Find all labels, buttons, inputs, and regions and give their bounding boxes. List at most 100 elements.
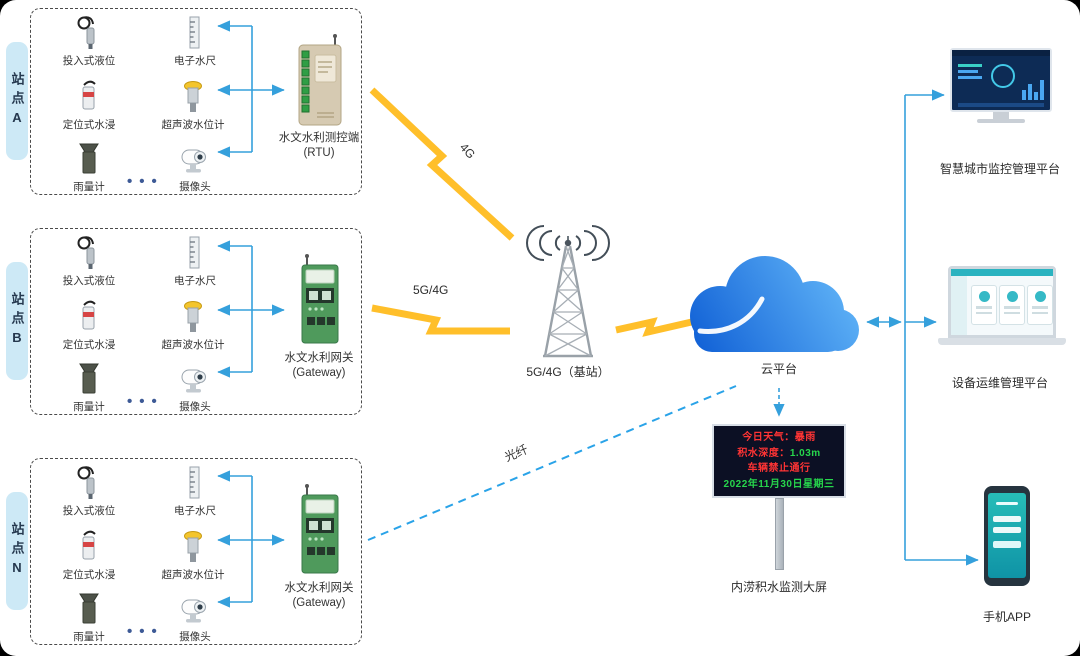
device-sub: (Gateway) [292,366,346,379]
station-b-box: 投入式液位 电子水尺 定位式水浸 超声波水位计 雨量计 摄像头 ••• 水文水利… [30,228,362,415]
laptop-card [999,285,1025,325]
sensor-ultrasonic: 超声波水位计 [149,79,237,132]
phone-screen [988,493,1026,578]
monitor-chart-bar [1040,80,1044,100]
laptop-card [971,285,997,325]
cloud-platform-icon [690,256,859,352]
laptop-base [938,338,1066,345]
fiber-link-line [367,385,737,541]
sensor-label: 投入式液位 [62,275,116,287]
fiber-label: 光纤 [502,442,531,465]
sensor-immersion: 定位式水浸 [51,529,127,582]
ops-platform-label: 设备运维管理平台 [951,376,1048,390]
sensor-rain-gauge: 雨量计 [51,141,127,194]
led-line-traffic: 车辆禁止通行 [747,463,811,474]
sensor-electronic-gauge: 电子水尺 [157,465,233,518]
gateway-device-icon [289,483,351,586]
submersible-level-icon [51,15,127,51]
ultrasonic-level-icon [149,299,237,335]
device-sub: (RTU) [303,146,335,159]
monitor-bar-2 [958,70,978,73]
device-label: 水文水利网关 (Gateway) [257,581,381,611]
sensor-label: 摄像头 [179,181,211,193]
radio-waves-icon [526,225,610,261]
device-sub: (Gateway) [292,596,346,609]
sensor-immersion: 定位式水浸 [51,299,127,352]
monitor-chart-bar [1028,84,1032,100]
camera-icon [157,591,233,627]
lightning-4g [369,87,515,241]
phone-input-field [993,516,1021,522]
sensor-camera: 摄像头 [157,141,233,194]
led-line-depth: 积水深度：1.03m [714,446,844,462]
sensor-label: 定位式水浸 [62,569,116,581]
sensor-label: 超声波水位计 [161,119,225,131]
phone-input-field [993,527,1021,533]
laptop-sidebar [951,276,967,335]
camera-icon [157,361,233,397]
led-sign-caption: 内涝积水监测大屏 [730,580,827,594]
water-gauge-icon [157,15,233,51]
sensor-rain-gauge: 雨量计 [51,591,127,644]
monitor-chart-bar [1034,92,1038,100]
submersible-level-icon [51,235,127,271]
sensor-immersion: 定位式水浸 [51,79,127,132]
rain-gauge-icon [51,591,127,627]
water-immersion-icon [51,529,127,565]
sign-pole [775,498,784,570]
monitor-chart-bar [1022,90,1026,100]
sensor-label: 投入式液位 [62,55,116,67]
water-immersion-icon [51,299,127,335]
device-label: 水文水利测控端 (RTU) [257,131,381,161]
station-b-pill: 站点B [6,262,28,380]
led-display: 今日天气：暴雨 积水深度：1.03m 车辆禁止通行 2022年11月30日星期三 [712,424,846,498]
laptop-card [1027,285,1053,325]
led-depth-label: 积水深度： [737,447,790,459]
rain-gauge-icon [51,141,127,177]
water-gauge-icon [157,235,233,271]
station-n-pill: 站点N [6,492,28,610]
station-a-box: 投入式液位 电子水尺 定位式水浸 超声波水位计 雨量计 摄像头 ••• 水文水利… [30,8,362,195]
more-sensors-dots: ••• [127,173,164,190]
water-immersion-icon [51,79,127,115]
monitor-bar-3 [958,76,982,79]
more-sensors-dots: ••• [127,393,164,410]
monitor-footer-bar [958,103,1044,107]
cloud-platform-label: 云平台 [760,362,797,376]
monitor-base [977,119,1025,123]
sensor-electronic-gauge: 电子水尺 [157,235,233,288]
device-name: 水文水利测控端 [278,132,360,144]
sensor-submersible-level: 投入式液位 [51,15,127,68]
sensor-submersible-level: 投入式液位 [51,235,127,288]
station-n-box: 投入式液位 电子水尺 定位式水浸 超声波水位计 雨量计 摄像头 ••• 水文水利… [30,458,362,645]
water-gauge-icon [157,465,233,501]
base-station-tower-icon [526,225,610,358]
city-platform-monitor [950,48,1052,112]
sensor-label: 超声波水位计 [161,569,225,581]
link-4g-label: 4G [456,140,479,162]
sensor-camera: 摄像头 [157,361,233,414]
submersible-level-icon [51,465,127,501]
sensor-label: 电子水尺 [174,55,216,67]
city-platform-label: 智慧城市监控管理平台 [939,162,1060,176]
sensor-label: 定位式水浸 [62,119,116,131]
camera-icon [157,141,233,177]
sensor-label: 雨量计 [73,631,105,643]
sensor-ultrasonic: 超声波水位计 [149,529,237,582]
ultrasonic-level-icon [149,79,237,115]
sensor-label: 雨量计 [73,401,105,413]
sensor-label: 雨量计 [73,181,105,193]
sensor-label: 投入式液位 [62,505,116,517]
station-a-pill: 站点A [6,42,28,160]
device-name: 水文水利网关 [284,352,354,364]
sensor-label: 电子水尺 [174,275,216,287]
sensor-ultrasonic: 超声波水位计 [149,299,237,352]
ops-platform-laptop [948,266,1056,338]
link-5g4g-label: 5G/4G [413,283,449,297]
device-label: 水文水利网关 (Gateway) [257,351,381,381]
sensor-camera: 摄像头 [157,591,233,644]
monitor-stand [993,112,1009,119]
device-name: 水文水利网关 [284,582,354,594]
base-station-label: 5G/4G（基站） [526,365,610,379]
